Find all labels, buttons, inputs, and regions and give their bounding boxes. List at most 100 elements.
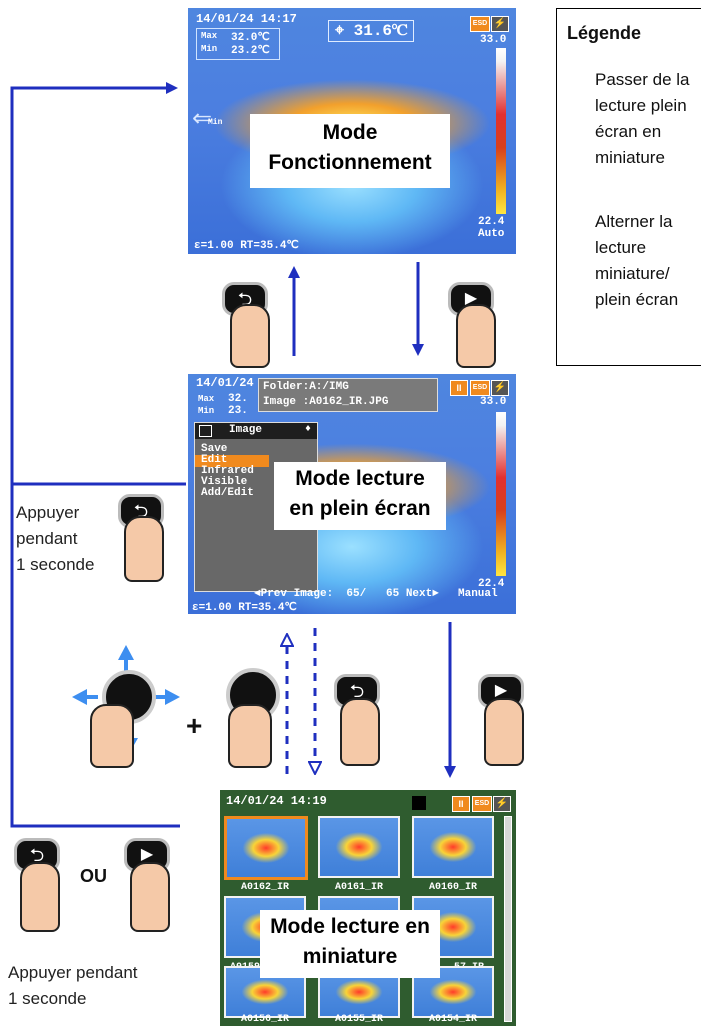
finger <box>90 704 134 768</box>
finger <box>130 862 170 932</box>
thumbnail[interactable] <box>318 816 400 878</box>
scale-bottom: 22.4 <box>478 216 505 228</box>
image-icon <box>199 425 212 437</box>
max-value: 32.0℃ <box>231 32 270 44</box>
back-button-hand-2: ⮌ <box>114 494 174 584</box>
scale-top: 33.0 <box>480 34 507 46</box>
esd-icon: ESD <box>470 16 490 32</box>
file-info-box: Folder:A:/IMG Image :A0162_IR.JPG <box>258 378 438 412</box>
thumb-label: A0156_IR <box>240 1014 289 1025</box>
max-value: 32. <box>228 393 248 405</box>
max-label: Max <box>201 31 218 41</box>
press-line2: pendant <box>16 529 78 548</box>
scrollbar[interactable] <box>504 816 512 1022</box>
timestamp: 14/01/24 14:19 <box>226 794 327 808</box>
finger <box>228 704 272 768</box>
min-label: Min <box>198 406 215 416</box>
back-button-hand-1: ⮌ <box>220 282 280 368</box>
thumbnail[interactable] <box>412 816 494 878</box>
press-bottom-label: Appuyer pendant 1 seconde <box>8 960 138 1012</box>
timestamp: 14/01/24 14:17 <box>196 12 297 26</box>
thumbnail-selected[interactable] <box>224 816 308 880</box>
press-bottom-line1: Appuyer pendant <box>8 963 138 982</box>
menu-title: Image <box>229 424 263 436</box>
finger <box>20 862 60 932</box>
screen-fullscreen-playback: 14/01/24 Folder:A:/IMG Image :A0162_IR.J… <box>188 374 516 614</box>
screen-thumbnail-playback: 14/01/24 14:19 II ESD ⚡ A0162_IR A0161_I… <box>220 790 516 1026</box>
menu-item-add-edit[interactable]: Add/Edit <box>201 487 254 499</box>
play-delete-hand-1: ▶ <box>444 282 504 368</box>
esd-icon: ESD <box>470 380 490 396</box>
joystick-press-hand <box>218 668 288 768</box>
finger <box>230 304 270 368</box>
thumb-label: A0161_IR <box>334 882 383 893</box>
screen-operating-mode: 14/01/24 14:17 Max 32.0℃ Min 23.2℃ ⌖ 31.… <box>188 8 516 254</box>
caption-fullscreen: Mode lecture en plein écran <box>274 462 446 530</box>
scale-mode: Auto <box>478 228 505 240</box>
pause-icon: II <box>452 796 470 812</box>
esd-icon: ESD <box>472 796 492 812</box>
menu-highlight <box>195 455 269 467</box>
thumb-label: A0155_IR <box>334 1014 383 1025</box>
legend-solid-text: Passer de la lecture plein écran en mini… <box>595 70 690 167</box>
scale-bottom: 22.4 <box>478 578 505 590</box>
menu-header: Image ♦ <box>195 423 317 439</box>
finger <box>456 304 496 368</box>
color-scale <box>496 412 506 576</box>
plus-sign: + <box>186 710 203 741</box>
thumb-label: A0160_IR <box>428 882 477 893</box>
left-arrow-icon: ⇐ <box>192 105 213 132</box>
legend: Légende Passer de la lecture plein écran… <box>556 8 701 366</box>
menu-item-visible[interactable]: Visible <box>201 476 248 488</box>
play-delete-hand-2: ▶ <box>474 674 534 766</box>
press-line1: Appuyer <box>16 503 80 522</box>
menu-toggle-icon: ♦ <box>305 424 312 435</box>
spot-temperature: ⌖ 31.6℃ <box>328 20 415 42</box>
black-square <box>412 796 426 810</box>
minmax-box: Max 32.0℃ Min 23.2℃ <box>196 28 280 60</box>
play-delete-hand-3: ▶ <box>120 838 180 934</box>
timestamp: 14/01/24 <box>196 376 254 390</box>
folder-label: Folder:A:/IMG <box>263 381 349 393</box>
max-label: Max <box>198 394 215 404</box>
finger <box>340 698 380 766</box>
caption-thumbnail: Mode lecture en miniature <box>260 910 440 978</box>
scale-mode: Manual <box>458 588 498 600</box>
thumb-label: A0162_IR <box>240 882 289 893</box>
legend-title: Légende <box>567 23 642 43</box>
color-scale <box>496 48 506 214</box>
press-one-second-label: Appuyer pendant 1 seconde <box>16 500 94 578</box>
battery-icon: ⚡ <box>491 380 509 396</box>
min-label: Min <box>201 44 218 54</box>
menu-item-infrared[interactable]: Infrared <box>201 465 254 477</box>
menu-item-save[interactable]: Save <box>201 443 228 455</box>
menu-item-edit[interactable]: Edit <box>201 454 228 466</box>
scale-top: 33.0 <box>480 396 507 408</box>
press-line3: 1 seconde <box>16 555 95 574</box>
caption-line1: Mode lecture en <box>270 915 430 938</box>
status-line: ε=1.00 RT=35.4℃ <box>192 602 297 614</box>
pause-icon: II <box>450 380 468 396</box>
battery-icon: ⚡ <box>491 16 509 32</box>
loop-line <box>10 82 180 828</box>
min-marker: Min <box>208 118 223 127</box>
caption-operating-mode: Mode Fonctionnement <box>250 114 450 188</box>
caption-line1: Mode lecture <box>295 467 425 490</box>
caption-line2: miniature <box>302 945 398 968</box>
image-label: Image :A0162_IR.JPG <box>263 396 389 408</box>
legend-dashed-text: Alterner la lecture miniature/ plein écr… <box>595 212 679 309</box>
caption-text: Mode Fonctionnement <box>268 121 432 174</box>
nav-line: ◄Prev Image: 65/ 65 Next► <box>254 588 439 600</box>
battery-icon: ⚡ <box>493 796 511 812</box>
finger <box>484 698 524 766</box>
back-button-hand-4: ⮌ <box>12 838 72 934</box>
press-bottom-line2: 1 seconde <box>8 989 87 1008</box>
joystick-hand <box>90 664 170 768</box>
status-line: ε=1.00 RT=35.4℃ <box>194 240 299 252</box>
min-value: 23. <box>228 405 248 417</box>
caption-line2: en plein écran <box>289 497 431 520</box>
finger <box>124 516 164 582</box>
min-value: 23.2℃ <box>231 45 270 57</box>
or-label: OU <box>80 866 107 886</box>
back-button-hand-3: ⮌ <box>330 674 390 766</box>
